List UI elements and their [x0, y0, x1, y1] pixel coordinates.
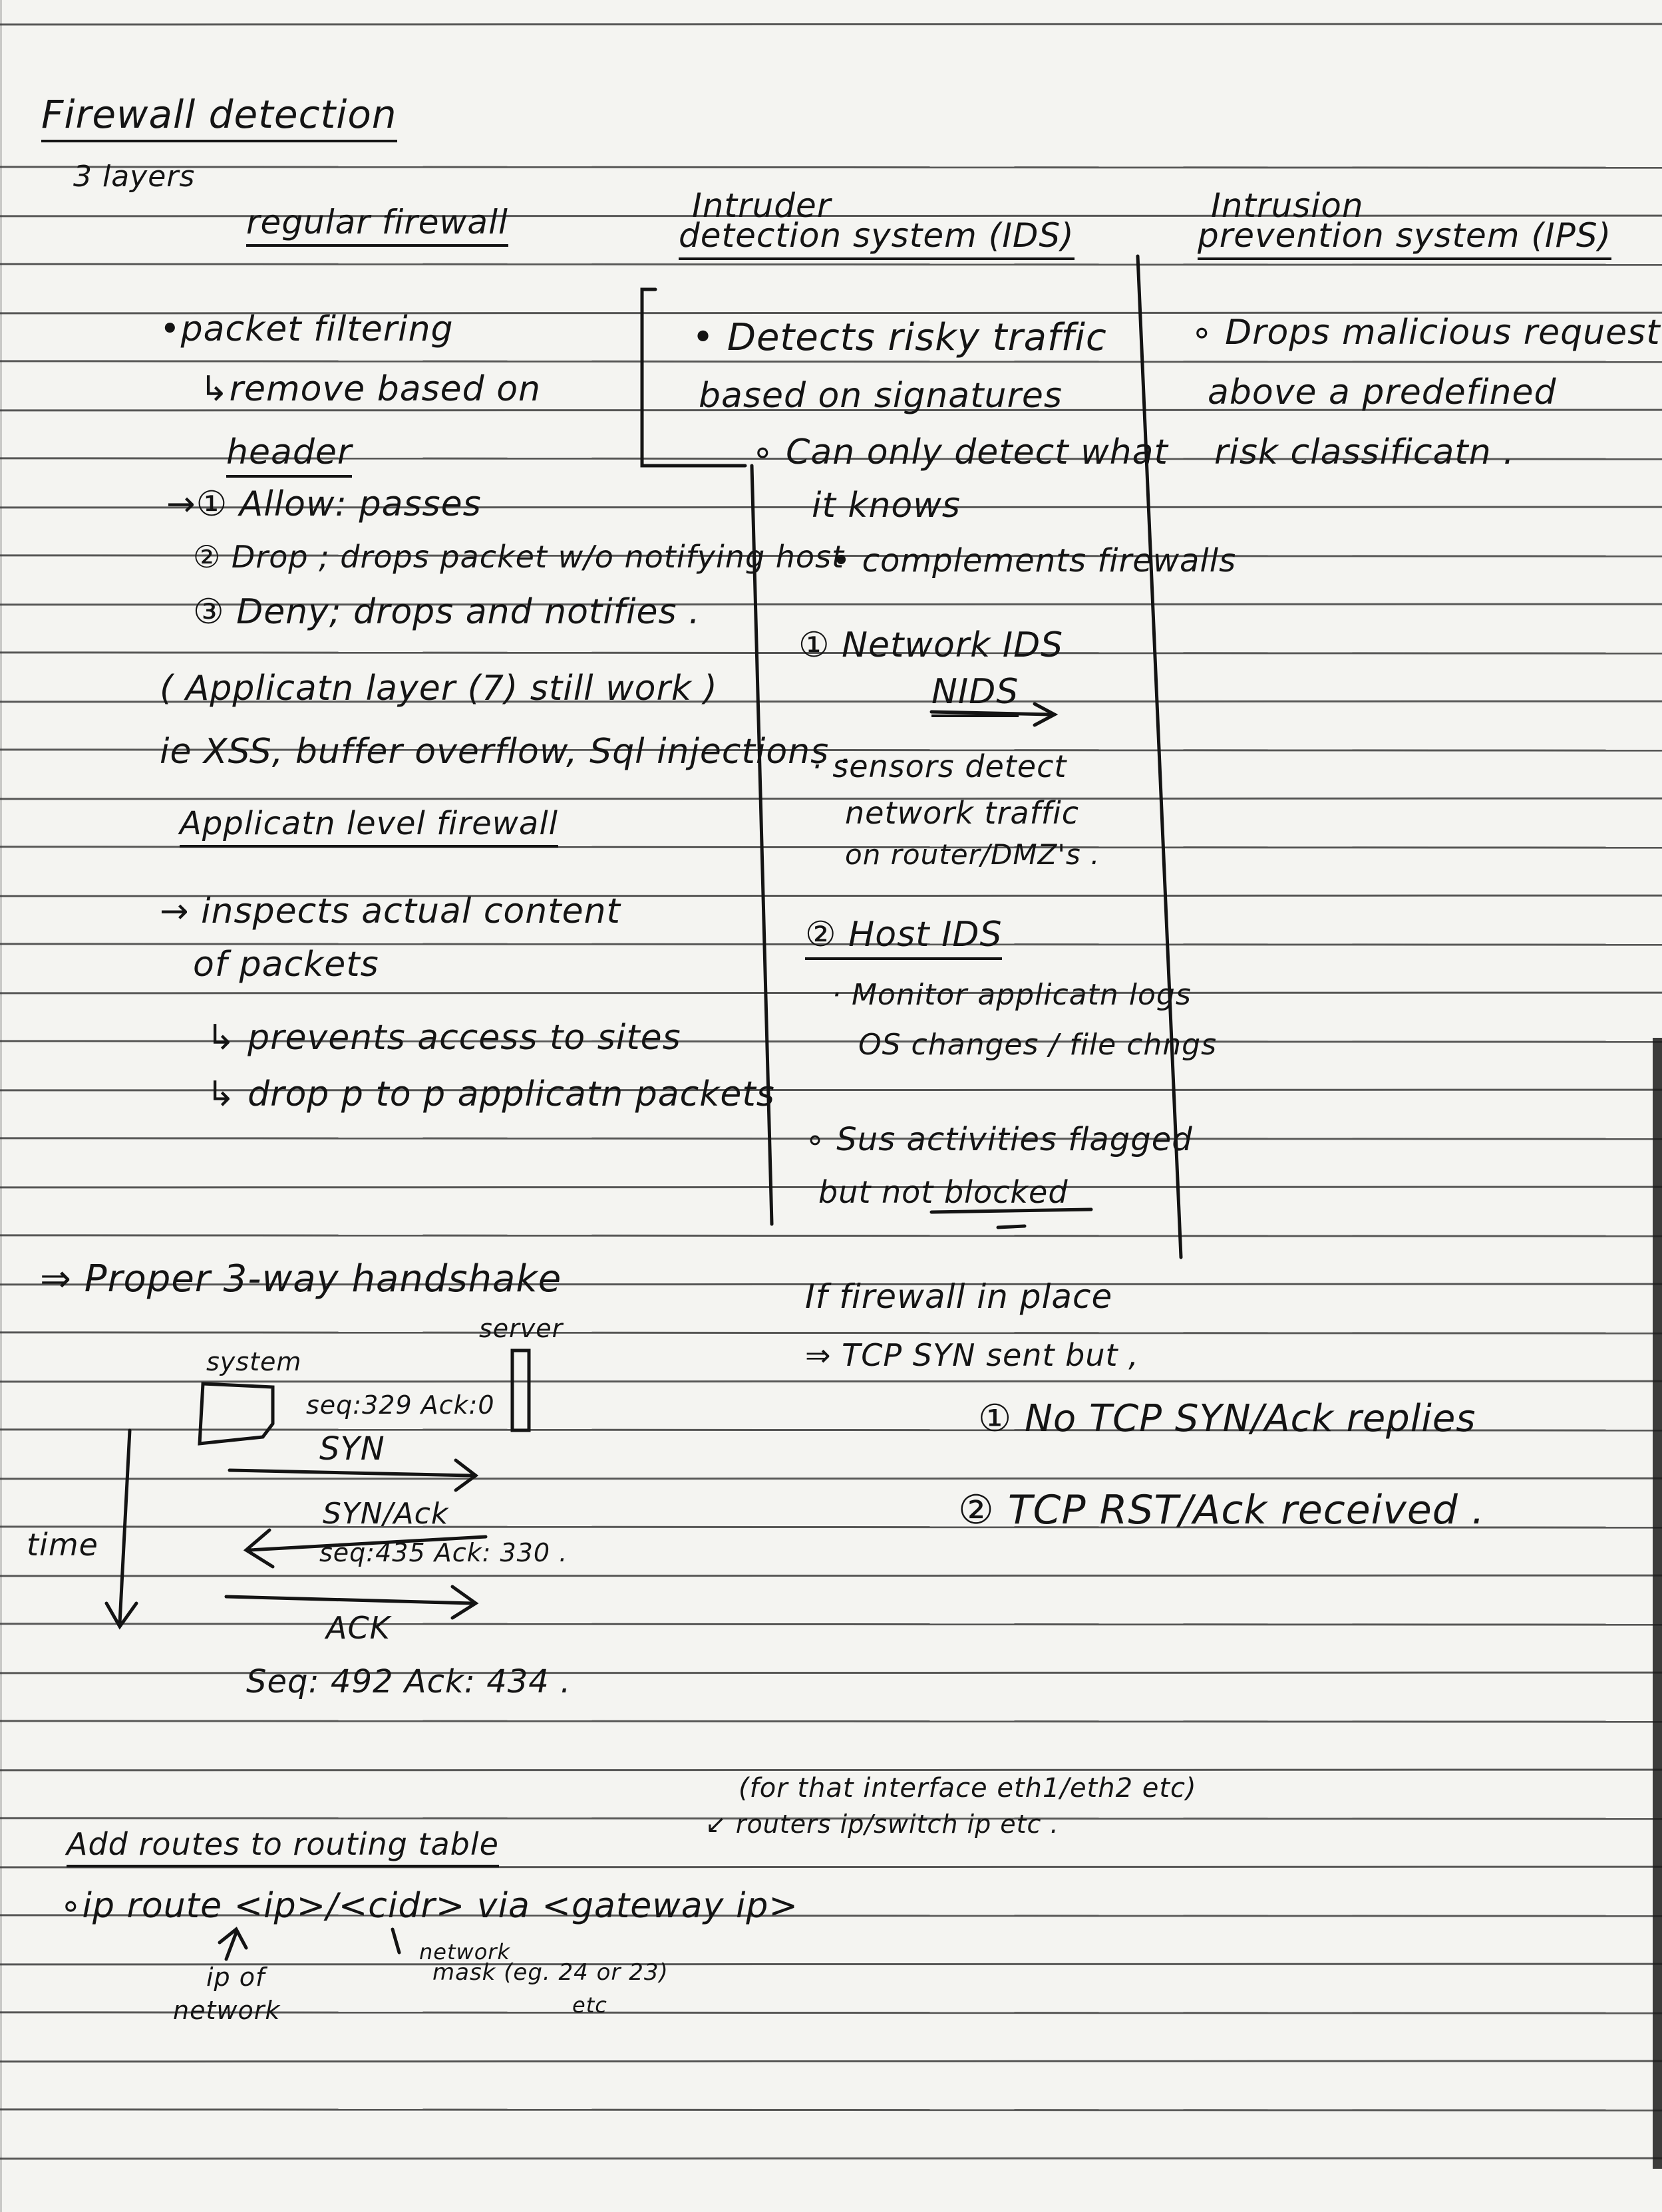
mask-note: mask (eg. 24 or 23) [432, 1959, 669, 1986]
firewall-line: ie XSS, buffer overflow, Sql injections … [160, 732, 853, 772]
mask-note: network [419, 1939, 510, 1965]
route-router-note: ↙ routers ip/switch ip etc . [705, 1810, 1059, 1839]
ids-line: · sensors detect [812, 748, 1067, 784]
ack-arrow-head [450, 1585, 479, 1620]
synack-label: SYN/Ack [323, 1497, 449, 1531]
fw-inplace-heading: If firewall in place [805, 1277, 1113, 1316]
ids-line: based on signatures [699, 376, 1063, 416]
server-label: server [479, 1314, 564, 1343]
ids-line: ② Host IDS [805, 915, 1003, 960]
ack-label: ACK [326, 1610, 391, 1646]
time-label: time [27, 1527, 98, 1563]
ids-line: ① Network IDS [798, 625, 1064, 665]
system-label: system [206, 1347, 302, 1376]
ips-heading-top: Intrusion [1211, 186, 1364, 225]
ip-note-arrowhead [218, 1927, 248, 1950]
ips-line: above a predefined [1208, 373, 1557, 412]
ips-line: risk classificatn . [1214, 432, 1515, 472]
nids-underline [929, 710, 1053, 716]
routes-heading: Add routes to routing table [67, 1826, 499, 1867]
ids-line: ∘ Can only detect what [752, 432, 1168, 472]
app-firewall-line: → inspects actual content [160, 891, 621, 931]
synack-arrow-head [243, 1528, 275, 1569]
synack-arrow [248, 1535, 488, 1552]
subtitle: 3 layers [73, 160, 196, 194]
server-box [510, 1348, 531, 1432]
ips-column-heading: prevention system (IPS) [1198, 216, 1612, 260]
ip-note: ip of [206, 1963, 265, 1992]
ips-column-divider [1136, 254, 1183, 1259]
page-edge [0, 0, 2, 2212]
ids-line: · Monitor applicatn logs [832, 978, 1192, 1012]
ids-line: OS changes / file chngs [858, 1028, 1218, 1062]
app-firewall-line: ↳ prevents access to sites [206, 1018, 681, 1058]
syn-label: SYN [319, 1430, 385, 1468]
ids-line: • complements firewalls [832, 542, 1237, 579]
nids-arrow-head [1033, 702, 1059, 727]
handshake-heading: ⇒ Proper 3-way handshake [40, 1257, 562, 1301]
firewall-line: ③ Deny; drops and notifies . [193, 592, 701, 632]
ip-note: network [173, 1996, 281, 2025]
time-arrow-head [104, 1601, 138, 1630]
page-title: Firewall detection [41, 92, 397, 142]
ack-arrow [224, 1595, 474, 1605]
fw-inplace-line: ⇒ TCP SYN sent but , [805, 1337, 1139, 1373]
fw-inplace-line: ① No TCP SYN/Ack replies [978, 1397, 1476, 1440]
ack-seq: Seq: 492 Ack: 434 . [246, 1663, 572, 1700]
syn-seq: seq:329 Ack:0 [306, 1390, 495, 1420]
firewall-line: ② Drop ; drops packet w/o notifying host [193, 539, 845, 575]
ids-line: on router/DMZ's . [845, 838, 1100, 871]
firewall-column-heading: regular firewall [246, 203, 508, 247]
ids-line: NIDS [931, 672, 1019, 717]
app-firewall-line: of packets [193, 945, 379, 985]
route-interface-note: (for that interface eth1/eth2 etc) [739, 1773, 1197, 1804]
app-firewall-line: ↳ drop p to p applicatn packets [206, 1074, 775, 1114]
blocked-underline [929, 1207, 1093, 1214]
ids-bracket [640, 287, 747, 468]
time-arrow [118, 1428, 132, 1625]
blocked-underline-2 [996, 1224, 1027, 1229]
ids-line: it knows [812, 486, 961, 526]
firewall-line: ( Applicatn layer (7) still work ) [160, 669, 718, 709]
firewall-line: header [226, 432, 353, 478]
system-box [198, 1382, 275, 1446]
ids-line: network traffic [845, 795, 1080, 831]
firewall-line: •packet filtering [160, 309, 454, 349]
firewall-line: ↳remove based on [200, 369, 541, 409]
ids-line: • Detects risky traffic [692, 316, 1107, 359]
syn-arrow-head [454, 1458, 479, 1492]
ids-column-divider [750, 464, 774, 1226]
page-shadow [1653, 1038, 1662, 2169]
ids-line: ∘ Sus activities flagged [805, 1121, 1193, 1158]
mask-note: etc [572, 1992, 607, 2018]
mask-note-arrow [391, 1927, 401, 1955]
syn-arrow [228, 1468, 474, 1478]
ip-note-arrow [224, 1931, 238, 1961]
fw-inplace-line: ② TCP RST/Ack received . [958, 1487, 1485, 1533]
firewall-line: →① Allow: passes [166, 484, 482, 524]
route-command: ∘ip route <ip>/<cidr> via <gateway ip> [60, 1886, 798, 1926]
ids-column-heading: detection system (IDS) [679, 216, 1075, 260]
ips-line: ∘ Drops malicious request [1191, 313, 1661, 353]
ids-line: but not blocked [818, 1174, 1069, 1210]
app-firewall-heading: Applicatn level firewall [180, 805, 558, 848]
ids-heading-top: Intruder [692, 186, 832, 225]
